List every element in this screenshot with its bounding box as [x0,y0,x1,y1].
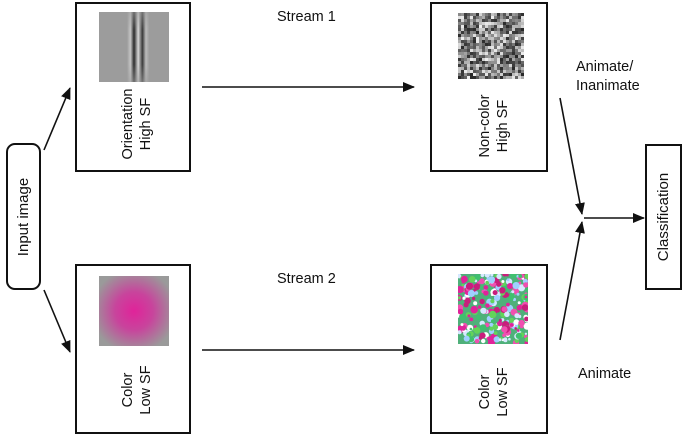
noise-texture-icon [458,13,524,79]
orientation-line: Orientation [120,88,136,160]
color-low-sf-box: Color Low SF [75,264,191,434]
orientation-box: Orientation High SF [75,2,191,172]
input-image-label: Input image [14,177,32,256]
input-image-box: Input image [6,143,41,290]
animate-slash-line: Animate/ [576,59,634,75]
arrow-input-to-color [43,289,71,353]
inanimate-line: Inanimate [576,78,640,94]
orientation-box-label: Orientation High SF [119,79,159,169]
color-texture-box: Color Low SF [430,264,548,434]
classification-box: Classification [645,144,682,290]
arrow-input-to-orientation [43,87,71,151]
gabor-patch-icon [99,12,169,82]
noncolor-box: Non-color High SF [430,2,548,172]
color-texture-low-sf-line: Low SF [495,367,511,417]
stream-2-label: Stream 2 [277,271,336,287]
noncolor-line: Non-color [477,94,493,158]
arrow-color-to-merge [559,221,585,341]
color-texture-icon [458,274,528,344]
high-sf-line: High SF [138,97,154,151]
arrow-noncolor-to-merge [559,97,585,215]
magenta-blob-icon [99,276,169,346]
stream-1-label: Stream 1 [277,9,336,25]
animate-label: Animate [578,366,632,382]
noncolor-box-label: Non-color High SF [476,81,516,171]
color-texture-label: Color Low SF [476,347,516,437]
classification-label: Classification [654,172,672,262]
noncolor-high-sf-line: High SF [495,99,511,153]
color-low-sf-label: Color Low SF [119,345,159,435]
animate-inanimate-label: Animate/ Inanimate [576,58,640,96]
low-sf-line: Low SF [138,365,154,415]
color-texture-line: Color [477,374,493,410]
color-line: Color [120,372,136,408]
